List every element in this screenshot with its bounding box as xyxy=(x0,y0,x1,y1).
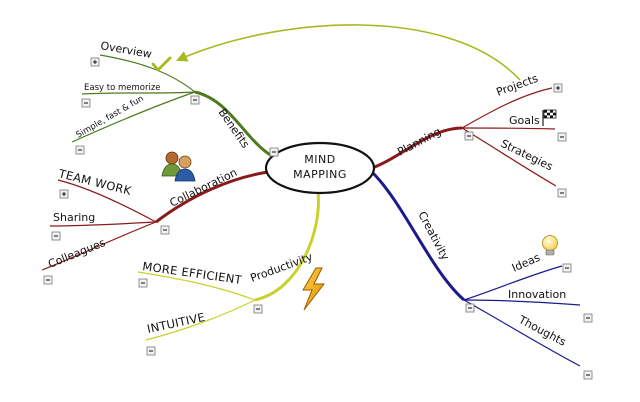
leaf-goals[interactable]: Goals xyxy=(509,114,540,127)
collapse-toggle-colleagues[interactable] xyxy=(43,275,53,285)
leaf-sharing[interactable]: Sharing xyxy=(53,211,95,224)
center-title-line1: MIND xyxy=(304,153,335,166)
collapse-toggle-innovation[interactable] xyxy=(583,313,593,323)
collapse-toggle-more-efficient[interactable] xyxy=(138,278,148,288)
expand-toggle-projects[interactable] xyxy=(553,83,563,93)
collapse-toggle-thoughts[interactable] xyxy=(583,370,593,380)
leaf-more-efficient[interactable]: MORE EFFICIENT xyxy=(142,259,244,287)
branch-label-benefits[interactable]: Benefits xyxy=(216,106,253,151)
collapse-toggle-simple-fast-fun[interactable] xyxy=(75,145,85,155)
branch-label-creativity[interactable]: Creativity xyxy=(415,209,452,263)
leaf-overview[interactable]: Overview xyxy=(99,39,152,61)
collapse-toggle-easy-to-memorize[interactable] xyxy=(81,98,91,108)
collapse-toggle-intuitive[interactable] xyxy=(146,346,156,356)
leaf-colleagues[interactable]: Colleagues xyxy=(46,236,107,271)
branch-label-planning[interactable]: Planning xyxy=(395,125,443,159)
collapse-toggle-benefits[interactable] xyxy=(190,95,200,105)
branch-collaboration xyxy=(41,170,269,271)
people-icon xyxy=(161,151,196,182)
collapse-toggle-ideas[interactable] xyxy=(562,263,572,273)
leaf-innovation[interactable]: Innovation xyxy=(508,288,566,301)
collapse-toggle-creativity[interactable] xyxy=(465,303,475,313)
branch-benefits xyxy=(71,54,273,158)
collapse-toggle-center[interactable] xyxy=(269,147,279,157)
checkered-flag-icon xyxy=(542,109,557,126)
center-node[interactable]: MIND MAPPING xyxy=(264,141,376,195)
branch-creativity xyxy=(370,170,581,367)
leaf-easy-to-memorize[interactable]: Easy to memorize xyxy=(84,83,161,93)
center-title-line2: MAPPING xyxy=(293,168,347,181)
lightbulb-icon xyxy=(542,235,558,256)
branch-planning xyxy=(371,87,557,187)
collapse-toggle-strategies[interactable] xyxy=(557,188,567,198)
expand-toggle-team-work[interactable] xyxy=(59,189,69,199)
collapse-toggle-productivity[interactable] xyxy=(253,304,263,314)
collapse-toggle-sharing[interactable] xyxy=(51,231,61,241)
checkmark-icon xyxy=(151,56,172,72)
relation-arrow xyxy=(175,24,521,81)
lightning-icon xyxy=(302,267,326,311)
leaf-projects[interactable]: Projects xyxy=(495,72,540,99)
branch-label-productivity[interactable]: Productivity xyxy=(249,250,315,285)
leaf-thoughts[interactable]: Thoughts xyxy=(516,313,569,349)
collapse-toggle-collaboration[interactable] xyxy=(160,225,170,235)
branch-productivity xyxy=(137,191,320,341)
leaf-ideas[interactable]: Ideas xyxy=(510,251,542,275)
collapse-toggle-goals[interactable] xyxy=(557,132,567,142)
collapse-toggle-planning[interactable] xyxy=(464,131,474,141)
expand-toggle-overview[interactable] xyxy=(90,57,100,67)
